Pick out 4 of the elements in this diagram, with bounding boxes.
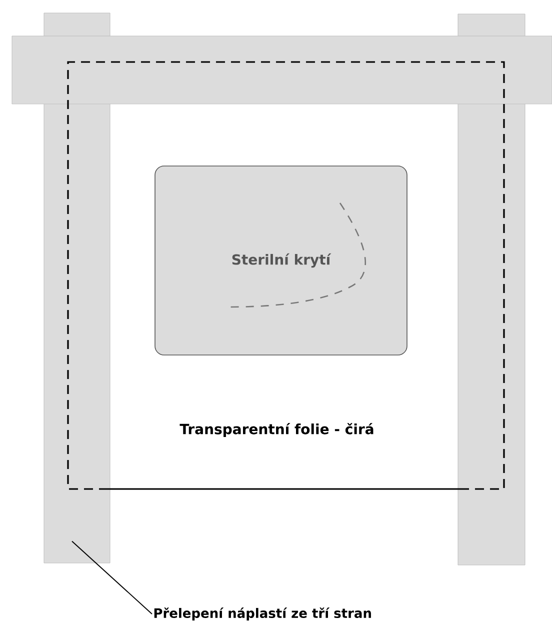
callout-text: Přelepení náplastí ze tří stran xyxy=(154,607,371,621)
dressing-box: Sterilní krytí xyxy=(154,166,408,356)
foil-label: Transparentní folie - čirá xyxy=(180,422,374,438)
leader-line xyxy=(72,540,152,614)
